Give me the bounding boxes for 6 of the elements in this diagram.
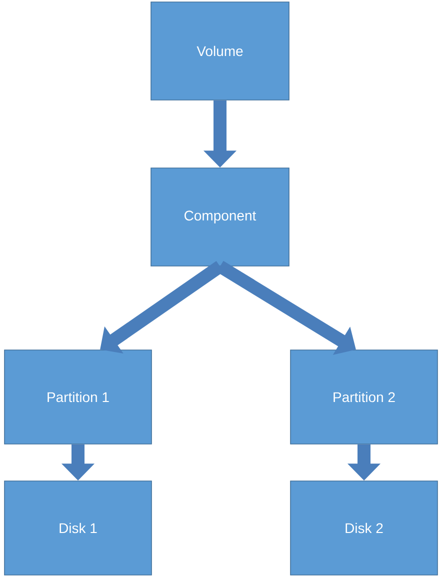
process-box: Volume	[150, 2, 290, 100]
process-box: Partition 1	[4, 350, 152, 444]
process-box: Disk 2	[290, 480, 438, 576]
process-box: Component	[150, 168, 290, 266]
process-box: Disk 1	[4, 480, 152, 576]
process-box: Partition 2	[290, 350, 438, 444]
